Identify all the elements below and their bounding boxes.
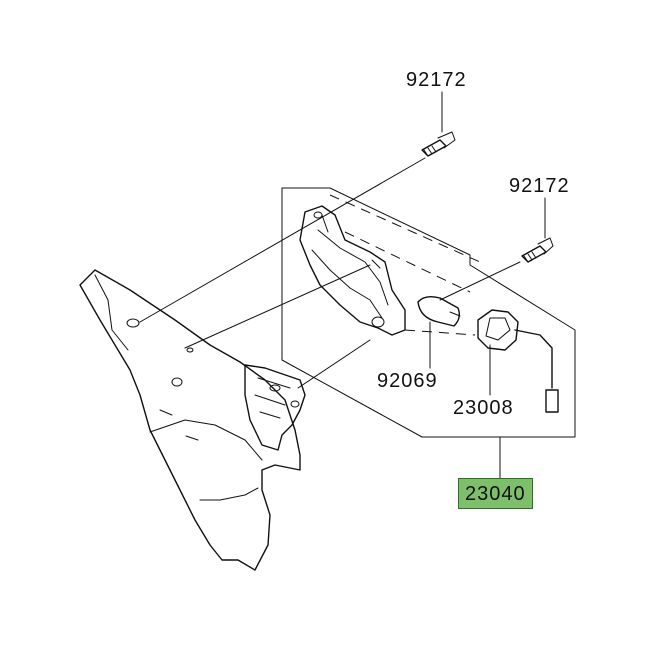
side-cover xyxy=(79,269,301,571)
leader-lines xyxy=(429,91,546,479)
turn-signal-housing xyxy=(299,205,406,336)
part-number-23008: 23008 xyxy=(453,397,514,419)
part-number-92069: 92069 xyxy=(377,370,438,392)
part-number-23040-highlight[interactable]: 23040 xyxy=(458,478,533,509)
screw-top xyxy=(421,131,456,157)
alignment-lines xyxy=(139,157,521,389)
mounting-bracket xyxy=(244,364,306,451)
socket-part xyxy=(477,309,559,413)
projection-lines xyxy=(329,194,481,336)
assembly-outline xyxy=(281,187,576,438)
bulb-part xyxy=(417,295,461,327)
screw-right xyxy=(521,237,554,263)
part-number-92172-right: 92172 xyxy=(509,175,570,197)
part-number-92172-top: 92172 xyxy=(406,69,467,91)
